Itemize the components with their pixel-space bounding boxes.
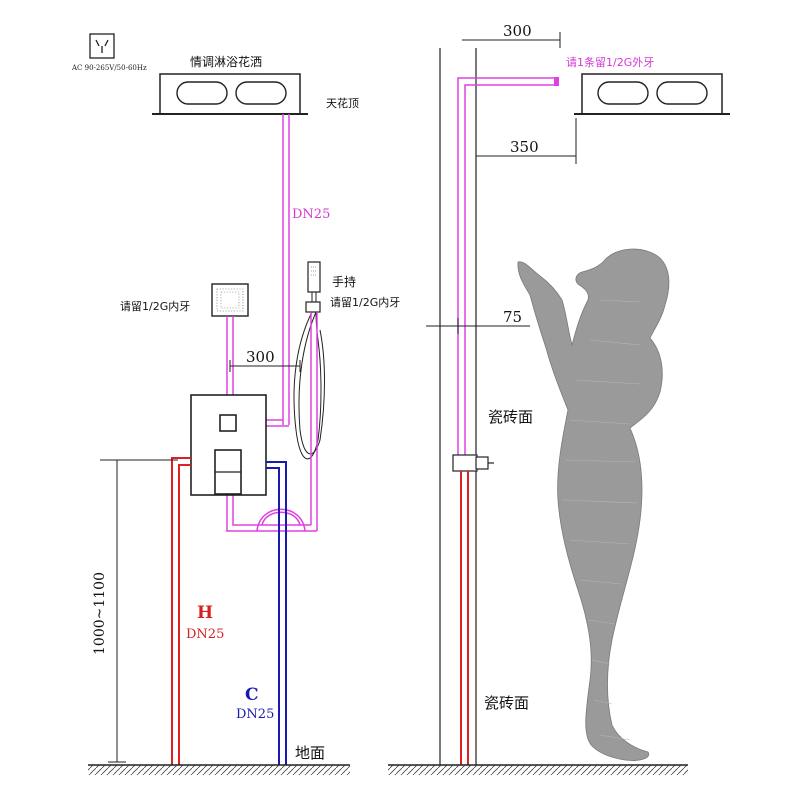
bottom-crossover-pipe xyxy=(226,495,317,532)
outlet-fitting xyxy=(554,77,559,86)
power-spec-label: AC 90-265V/50-60Hz xyxy=(71,64,147,72)
dimension-350 xyxy=(476,118,577,164)
tile-surface-upper-label: 瓷砖面 xyxy=(488,408,533,426)
height-dimension xyxy=(100,459,178,763)
person-figure xyxy=(517,248,670,761)
dimension-300-left xyxy=(229,360,301,372)
shower-arm-pipe xyxy=(457,77,556,462)
handheld-shower xyxy=(293,261,325,460)
hot-water-pipe-right xyxy=(460,471,469,765)
body-spray-note: 请留1/2G内牙 xyxy=(120,299,190,313)
dimension-300-left-label: 300 xyxy=(246,348,275,366)
dimension-75-label: 75 xyxy=(503,308,522,326)
floor-right xyxy=(388,764,688,775)
rain-shower-head xyxy=(152,73,308,115)
rain-shower-head-right xyxy=(574,73,730,115)
cold-letter-label: C xyxy=(245,685,259,705)
wall xyxy=(439,48,477,765)
power-socket-icon xyxy=(89,33,115,59)
mixing-valve-side xyxy=(452,454,494,472)
shower-pipe-size-label: DN25 xyxy=(292,207,330,222)
floor-left xyxy=(88,764,350,775)
hot-water-pipe xyxy=(171,457,191,765)
dimension-300-right-label: 300 xyxy=(503,22,532,40)
height-dimension-label: 1000~1100 xyxy=(92,572,108,655)
body-spray-jet xyxy=(211,283,249,317)
dimension-75 xyxy=(426,318,530,334)
cold-water-pipe xyxy=(266,461,287,765)
dimension-350-label: 350 xyxy=(510,138,539,156)
ceiling-label: 天花顶 xyxy=(326,97,359,110)
hot-letter-label: H xyxy=(197,603,213,623)
floor-label: 地面 xyxy=(295,744,325,762)
dimension-300-right xyxy=(462,32,561,48)
handheld-label: 手持 xyxy=(332,274,356,289)
outlet-note: 请1条留1/2G外牙 xyxy=(566,55,654,69)
shower-supply-pipe xyxy=(265,114,290,427)
handheld-pipe xyxy=(310,312,318,531)
handheld-note: 请留1/2G内牙 xyxy=(330,295,400,309)
hot-pipe-size-label: DN25 xyxy=(186,627,224,642)
body-spray-pipe xyxy=(226,316,234,395)
tile-surface-lower-label: 瓷砖面 xyxy=(484,694,529,712)
rain-shower-label: 情调淋浴花洒 xyxy=(190,54,262,69)
cold-pipe-size-label: DN25 xyxy=(236,707,274,722)
mixing-valve xyxy=(190,394,267,496)
